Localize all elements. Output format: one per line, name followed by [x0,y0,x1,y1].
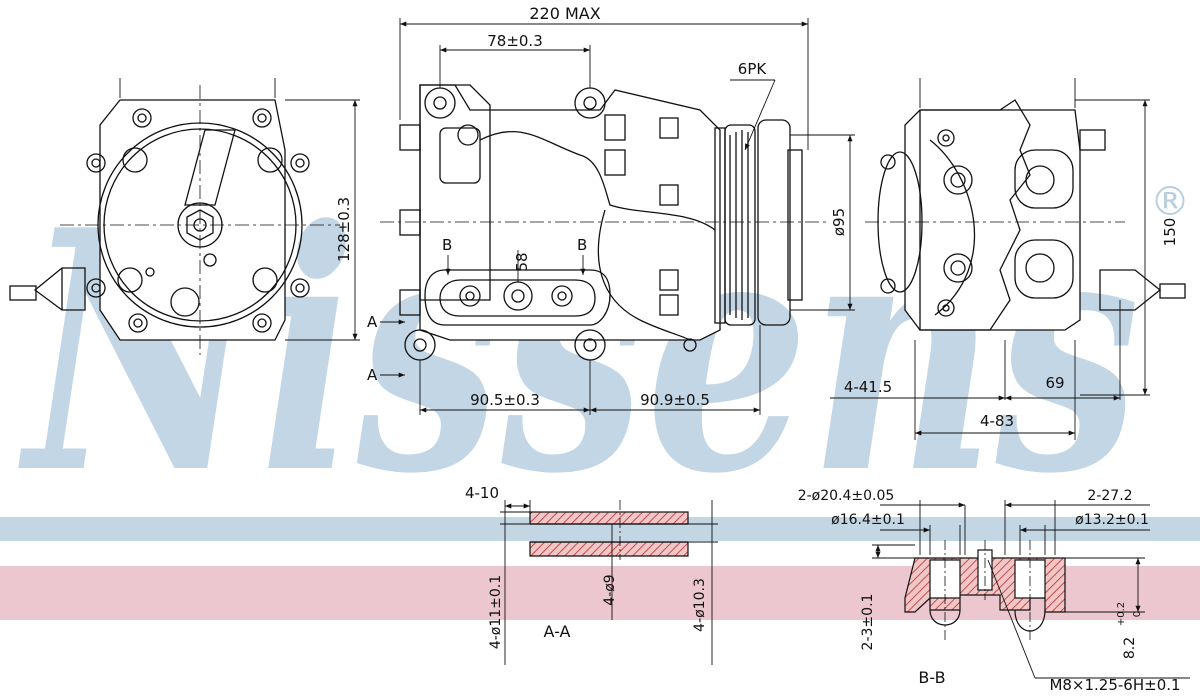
dim-aa-d9: 4-ø9 [602,574,618,605]
section-b-right-label: B [577,236,587,254]
dim-overall-width: 220 MAX [529,4,600,23]
dim-bb-d204: 2-ø20.4±0.05 [798,488,895,504]
section-aa-dims [500,500,718,665]
section-b-left-label: B [442,236,452,254]
dim-bb-h82-lower-tol: 0 [1132,611,1143,617]
dim-bb-d272: 2-27.2 [1087,488,1132,504]
section-a-bottom-label: A [367,366,378,384]
dim-bb-h82-upper-tol: +0.2 [1116,602,1127,626]
rear-view-dims [830,78,1150,440]
dim-bb-d132: ø13.2±0.1 [1075,512,1149,528]
dim-aa-width: 4-10 [465,484,499,502]
dim-bb-h82: 8.2 [1122,637,1138,659]
dim-bb-h23: 2-3±0.1 [860,594,876,651]
dim-belt-type: 6PK [738,60,768,78]
dim-port-spacing: 58 [513,252,531,271]
dim-pulley-diameter: ø95 [830,208,848,236]
side-view-dims [380,18,855,415]
dim-aa-d103: 4-ø10.3 [692,578,708,632]
section-bb [904,540,1066,640]
front-view-centerlines [60,85,340,355]
section-aa [529,500,689,560]
dim-right-41: 4-41.5 [844,378,892,396]
section-bb-dims [872,500,1190,679]
dim-bottom-left: 90.5±0.3 [470,391,540,409]
rear-view [877,99,1186,331]
dim-bottom-right: 90.9±0.5 [640,391,710,409]
section-a-top-label: A [367,313,378,331]
front-view-dims [119,78,360,341]
dim-bb-d164: ø16.4±0.1 [831,512,905,528]
dim-aa-d11: 4-ø11±0.1 [488,575,504,649]
dim-right-69: 69 [1045,374,1064,392]
dim-height-left: 128±0.3 [335,197,353,262]
dim-right-83: 4-83 [980,412,1014,430]
side-view [399,84,803,361]
section-aa-label: A-A [544,622,571,641]
registered-mark: ® [1150,179,1190,225]
section-bb-label: B-B [918,668,945,687]
dim-bolt-spacing: 78±0.3 [487,32,543,50]
dim-right-height: 150 [1161,218,1179,247]
dim-bb-thread: M8×1.25-6H±0.1 [1049,676,1180,694]
